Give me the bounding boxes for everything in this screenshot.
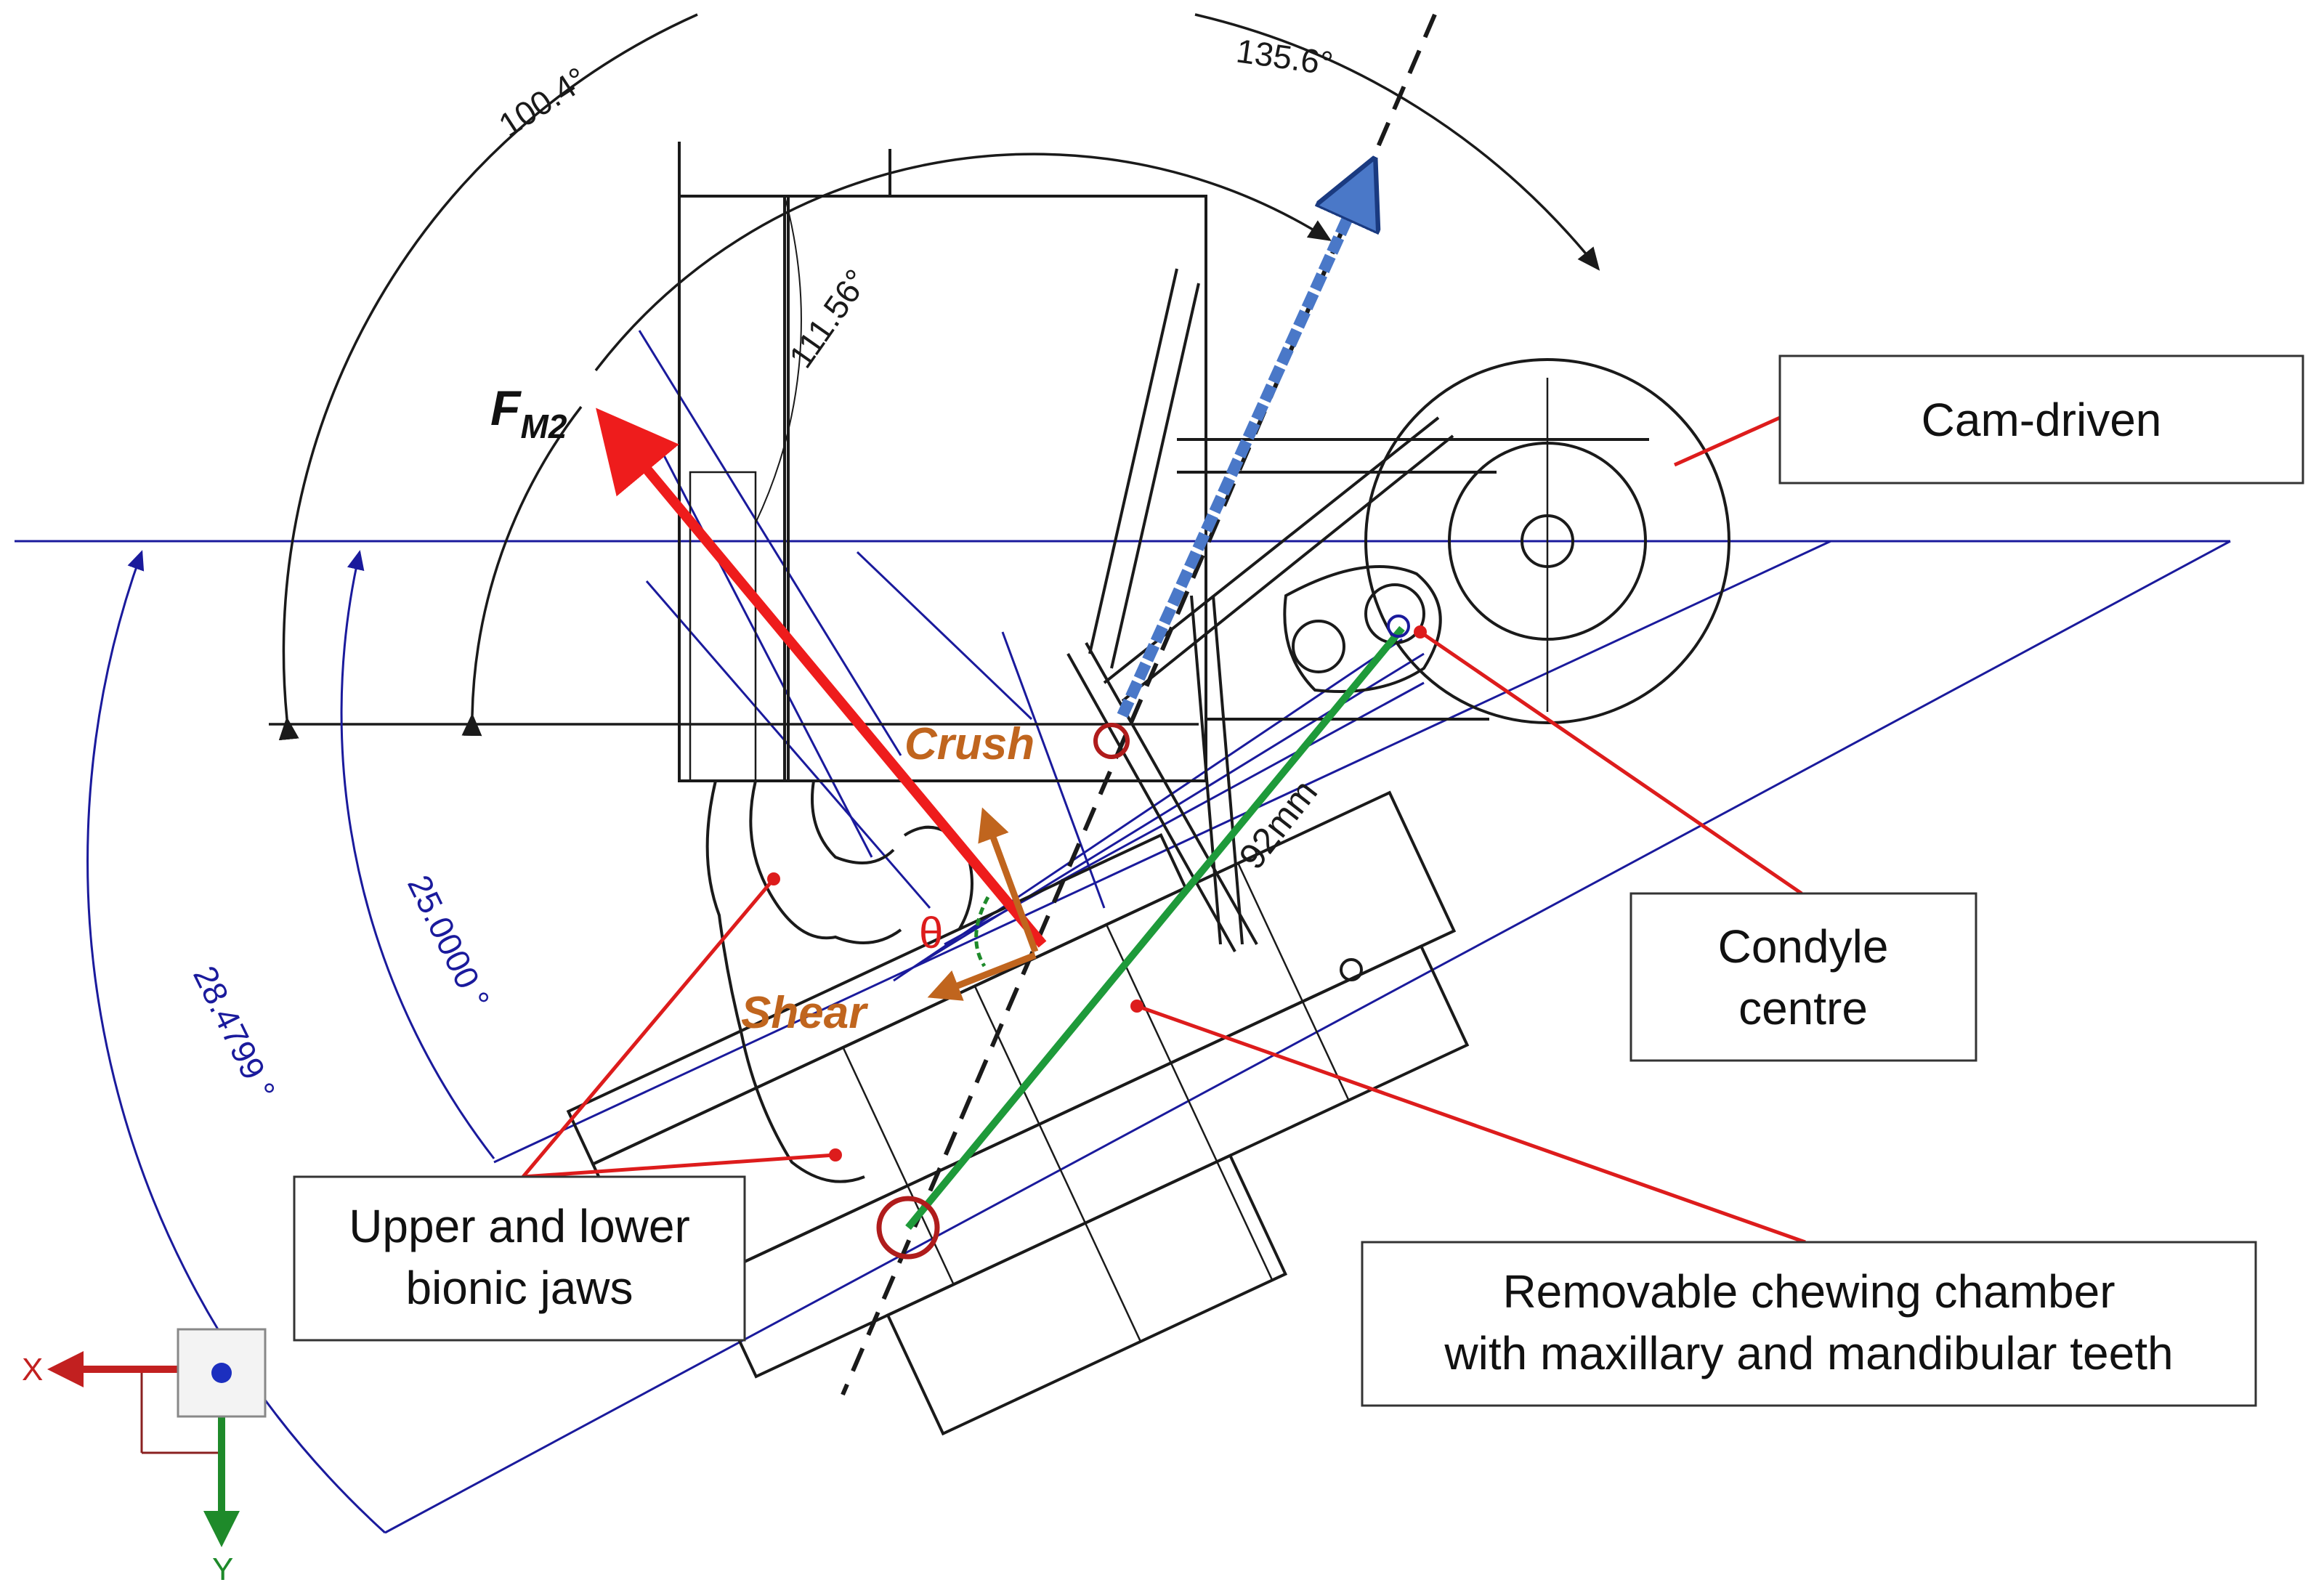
callout-jaws-line1: Upper and lower [349,1200,690,1252]
callout-jaws-line2: bionic jaws [405,1262,633,1314]
shear-arrow [927,952,1037,1001]
theta-arc [974,896,990,968]
force-arrows [596,178,1410,1260]
triad-x-label: X [22,1352,43,1387]
angle-111-56-label: 111.56° [782,262,876,375]
coordinate-triad-icon: X Y [22,1328,267,1585]
jaw-pivot-marker [876,1196,940,1260]
angle-100-4-label: 100.4° [492,60,594,144]
blue-force-arrow [1117,178,1366,718]
force-label: FM2 [490,381,567,445]
callout-cam-driven: Cam-driven [1778,354,2304,485]
angle-28-label: 28.4799 ° [186,960,283,1106]
green-link-line [905,625,1405,1231]
callout-chamber-line1: Removable chewing chamber [1502,1265,2115,1318]
callout-chewing-chamber: Removable chewing chamber with maxillary… [1361,1241,2257,1407]
crush-arrow [978,807,1039,953]
leader-lines [522,415,1806,1244]
theta-label: θ [919,909,943,957]
crush-label: Crush [904,719,1035,769]
triad-y-label: Y [212,1552,233,1585]
callout-condyle-line1: Condyle [1718,920,1889,973]
condyle-marker [1093,723,1130,759]
force-fm2-arrow [596,408,1047,948]
angle-25-label: 25.0000 ° [400,869,497,1015]
callout-condyle-line2: centre [1738,982,1868,1034]
force-label-subscript: M2 [521,408,567,445]
angle-135-6-label: 135.6° [1234,31,1335,82]
callout-condyle-centre: Condyle centre [1629,892,1977,1062]
callout-bionic-jaws: Upper and lower bionic jaws [293,1175,746,1342]
shear-label: Shear [741,988,868,1038]
callout-cam-driven-text: Cam-driven [1922,394,2162,446]
callout-chamber-line2: with maxillary and mandibular teeth [1444,1327,2173,1379]
condyle-centre-point [1387,615,1410,638]
